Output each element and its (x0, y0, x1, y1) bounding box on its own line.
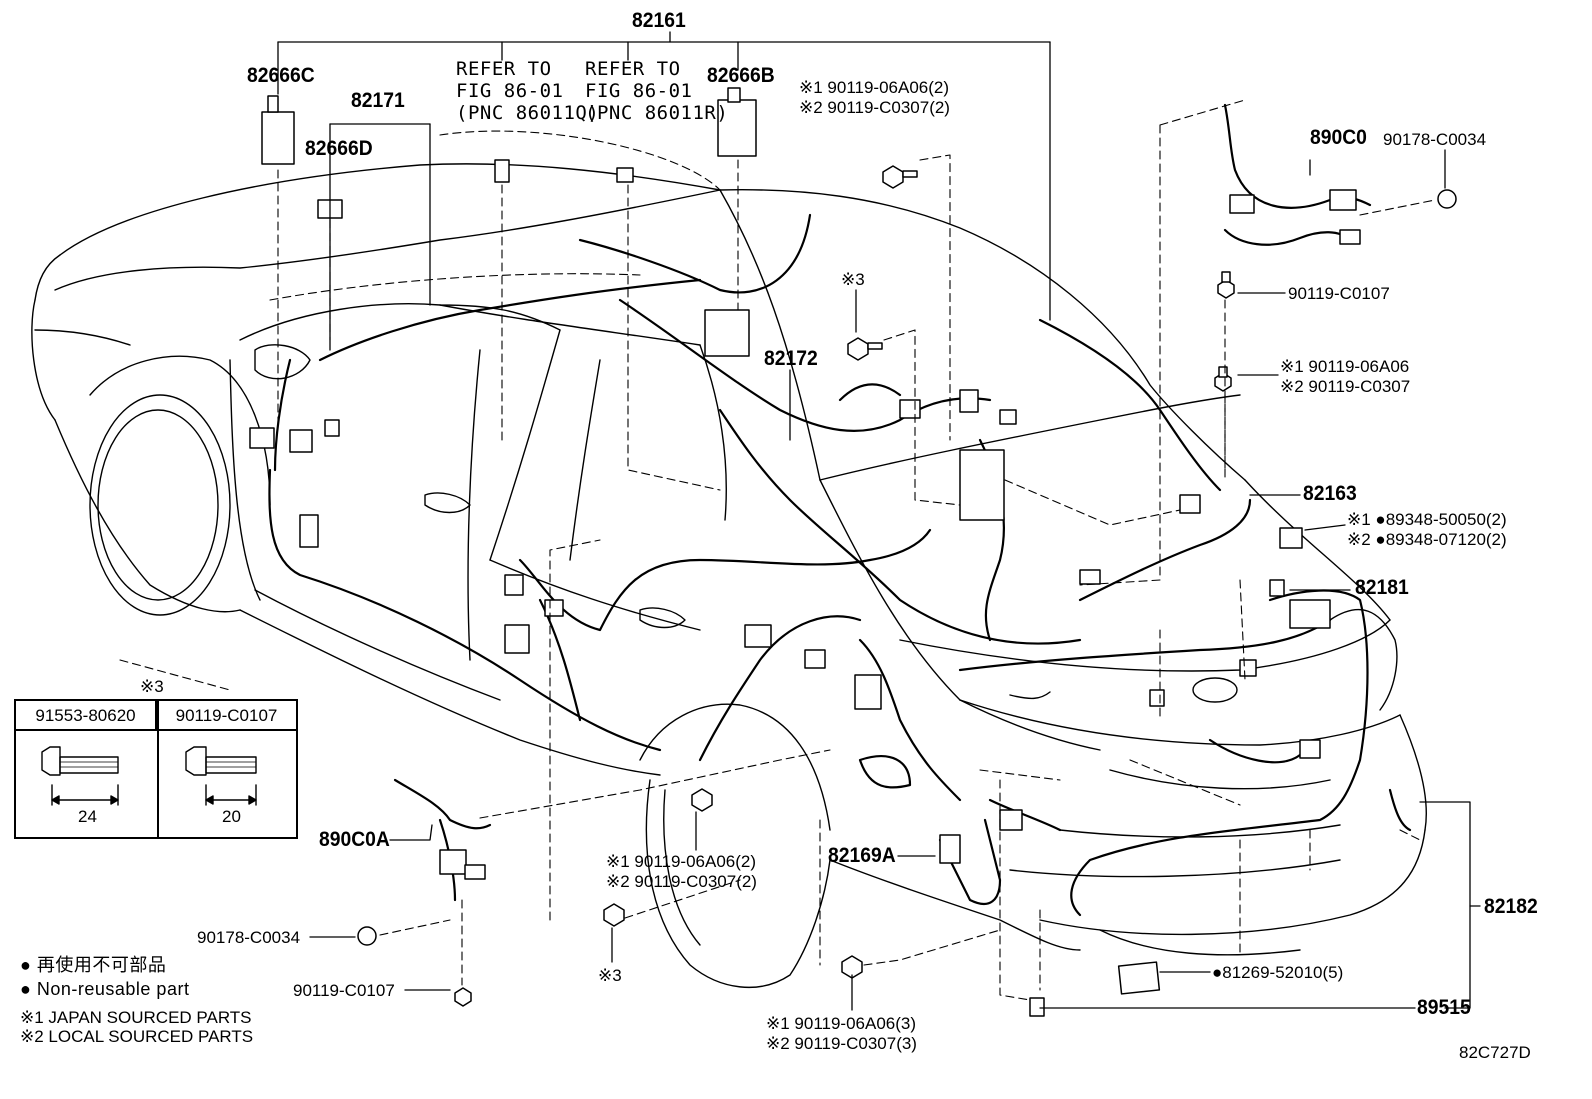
legend-line-3: ※1 JAPAN SOURCED PARTS (20, 1008, 252, 1027)
table-fastener-drawings (41, 746, 257, 806)
refer-note-2-line-2: FIG 86-01 (585, 80, 693, 102)
bolt-note-right-line-1: ※1 90119-06A06 (1280, 357, 1410, 376)
refer-note-1-line-2: FIG 86-01 (456, 80, 564, 102)
part-label-82171: 82171 (351, 89, 405, 112)
legend-line-4: ※2 LOCAL SOURCED PARTS (20, 1027, 254, 1046)
part-label-81269: ●81269-52010(5) (1212, 963, 1344, 982)
car-body-outline (31, 163, 1427, 988)
refer-note-1-line-3: (PNC 86011Q) (456, 102, 600, 124)
part-label-89515: 89515 (1417, 996, 1471, 1019)
clip-note-right-line-1: ※1 ●89348-50050(2) (1347, 510, 1507, 529)
bolt-note-lower-line-1: ※1 90119-06A06(2) (606, 852, 757, 871)
diagram-code: 82C727D (1459, 1043, 1531, 1062)
part-label-82172: 82172 (764, 347, 818, 370)
table-header-col2: 90119-C0107 (157, 701, 296, 731)
table-header-col1: 91553-80620 (16, 701, 157, 731)
part-label-890C0A: 890C0A (319, 828, 390, 851)
wire-harness-paths (268, 103, 1412, 917)
refer-note-2-line-1: REFER TO (585, 58, 681, 80)
part-label-82181: 82181 (1355, 576, 1409, 599)
part-label-90178-low: 90178-C0034 (197, 928, 301, 947)
part-label-82182: 82182 (1484, 895, 1538, 918)
note-3-low: ※3 (598, 966, 622, 985)
table-dim-1: 24 (78, 807, 97, 826)
part-label-82169A: 82169A (828, 844, 896, 867)
part-label-90119-c0107-low: 90119-C0107 (293, 981, 395, 1000)
part-label-82666D: 82666D (305, 137, 373, 160)
part-label-90178-top: 90178-C0034 (1383, 130, 1487, 149)
bolt-note-lower-line-2: ※2 90119-C0307(2) (606, 872, 757, 891)
fasteners (357, 165, 1457, 1007)
bolt-note-top-line-1: ※1 90119-06A06(2) (799, 78, 950, 97)
note-3-mid: ※3 (841, 270, 865, 289)
part-label-890C0: 890C0 (1310, 126, 1367, 149)
refer-note-2-line-3: (PNC 86011R) (585, 102, 729, 124)
part-label-82161: 82161 (632, 9, 686, 32)
bolt-note-right-line-2: ※2 90119-C0307 (1280, 377, 1411, 396)
leader-lines (277, 31, 1481, 1011)
table-note-3: ※3 (140, 677, 164, 696)
clip-note-right-line-2: ※2 ●89348-07120(2) (1347, 530, 1507, 549)
connectors (249, 87, 1361, 1017)
part-label-82163: 82163 (1303, 482, 1357, 505)
dashed-reference-lines (119, 99, 1436, 1001)
bolt-note-bottom-line-2: ※2 90119-C0307(3) (766, 1034, 917, 1053)
table-divider (157, 701, 159, 837)
refer-note-1-line-1: REFER TO (456, 58, 552, 80)
part-label-82666C: 82666C (247, 64, 315, 87)
part-label-90119-c0107-top: 90119-C0107 (1288, 284, 1390, 303)
legend-line-2: ● Non-reusable part (20, 979, 190, 999)
part-label-82666B: 82666B (707, 64, 775, 87)
bolt-note-top-line-2: ※2 90119-C0307(2) (799, 98, 950, 117)
bolt-note-bottom-line-1: ※1 90119-06A06(3) (766, 1014, 917, 1033)
fastener-table: 91553-80620 90119-C0107 24 20 (14, 699, 298, 839)
table-dim-2: 20 (222, 807, 241, 826)
legend-line-1: ● 再使用不可部品 (20, 955, 167, 975)
